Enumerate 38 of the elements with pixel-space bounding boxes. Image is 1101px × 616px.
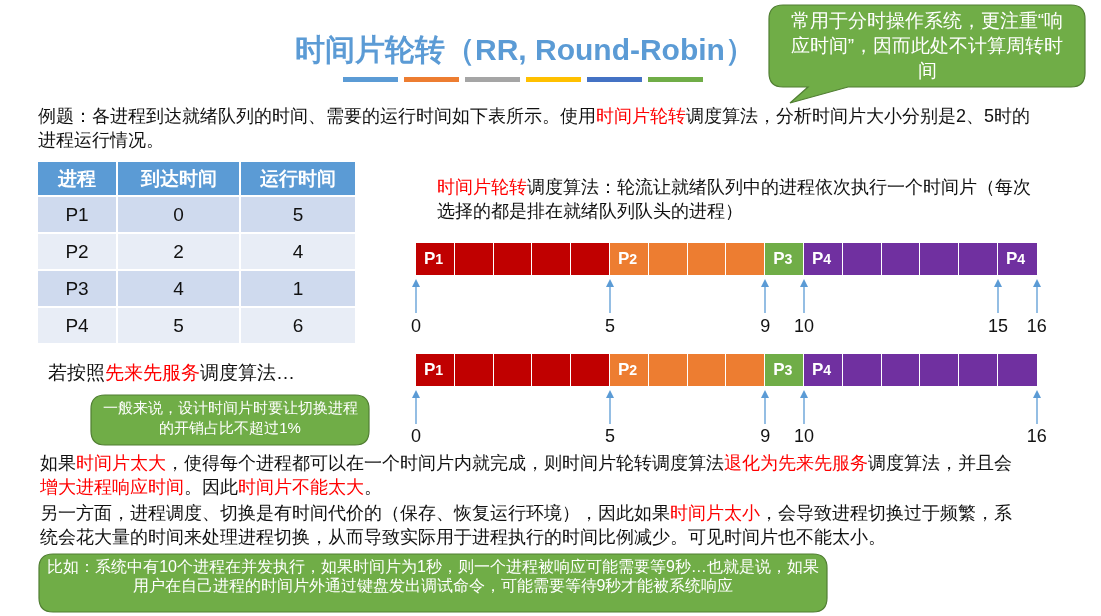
- tick-label: 10: [793, 426, 815, 447]
- bubble-text: 一般来说，设计时间片时要让切换进程的开销占比不超过1%: [101, 398, 359, 438]
- example-text: 例题：各进程到达就绪队列的时间、需要的运行时间如下表所示。使用时间片轮转调度算法，分析时间片大小分别是2、5时的进程运行情况。: [38, 105, 1032, 152]
- table-cell: 1: [241, 271, 355, 306]
- table-header-cell: 进程: [38, 162, 116, 195]
- table-cell: 2: [118, 234, 239, 269]
- table-header-cell: 到达时间: [118, 162, 239, 195]
- tick-label: 15: [987, 316, 1009, 337]
- table-cell: 6: [241, 308, 355, 343]
- tick-label: 9: [759, 316, 772, 337]
- tick-label: 0: [410, 426, 422, 447]
- explanation-text: 如果时间片太大，使得每个进程都可以在一个时间片内就完成，则时间片轮转调度算法退化为先来先服务调度算法，并且会增大进程响应时间。因此时间片不能太大。: [40, 452, 1013, 499]
- table-cell: 4: [241, 234, 355, 269]
- algorithm-text: 时间片轮转调度算法：轮流让就绪队列中的进程依次执行一个时间片（每次选择的都是排在就绪队列队头的进程）: [437, 176, 1032, 223]
- table-cell: 4: [118, 271, 239, 306]
- table-cell: 5: [241, 197, 355, 232]
- tick-label: 5: [604, 316, 616, 337]
- question-text: 若按照先来先服务调度算法…: [48, 361, 296, 385]
- bubble-text: 常用于分时操作系统，更注重“响应时间”，因而此处不计算周转时间: [789, 9, 1065, 83]
- tick-label: 10: [793, 316, 815, 337]
- table-header-cell: 运行时间: [241, 162, 355, 195]
- tick-label: 9: [759, 426, 772, 447]
- table-cell: 0: [118, 197, 239, 232]
- bubble-text: 比如：系统中有10个进程在并发执行，如果时间片为1秒，则一个进程被响应可能需要等9秒…也就是说，如果用户在自己进程的时间片外通过键盘发出调试命令，可能需要等待9秒才能被系统响应: [46, 557, 820, 595]
- table-cell: P4: [38, 308, 116, 343]
- table-cell: P2: [38, 234, 116, 269]
- slide-title: 时间片轮转（RR, Round-Robin）: [295, 32, 755, 68]
- tick-label: 16: [1025, 426, 1048, 447]
- table-cell: P1: [38, 197, 116, 232]
- explanation-text: 另一方面，进程调度、切换是有时间代价的（保存、恢复运行环境），因此如果时间片太小，会导致进程切换过于频繁，系统会花大量的时间来处理进程切换，从而导致实际用于进程执行的时间比例减少。可见时间片也不能太小。: [40, 502, 1013, 549]
- tick-label: 16: [1025, 316, 1048, 337]
- table-cell: 5: [118, 308, 239, 343]
- speech-bubble: [90, 394, 370, 446]
- speech-bubble: [768, 4, 1086, 104]
- tick-label: 0: [410, 316, 422, 337]
- table-cell: P3: [38, 271, 116, 306]
- speech-bubble: [38, 553, 828, 613]
- tick-label: 5: [604, 426, 616, 447]
